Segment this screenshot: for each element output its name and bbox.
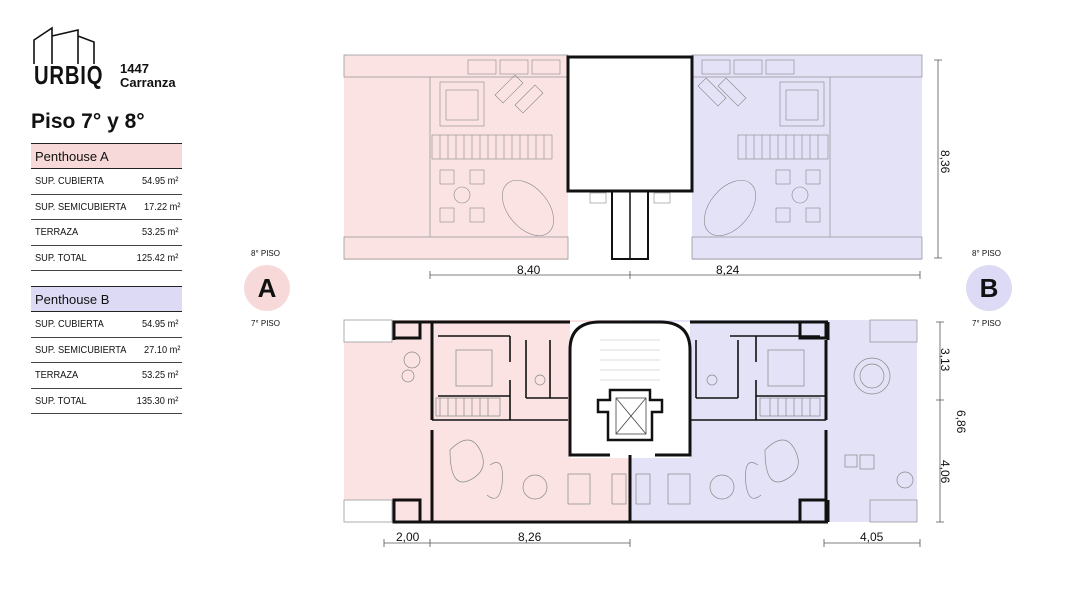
marker-b: B	[966, 265, 1012, 311]
dimension-lines	[383, 59, 944, 547]
dim-right-total: 6,86	[954, 410, 968, 434]
dim-top-left: 8,40	[517, 263, 541, 277]
dim-right-lower: 4,06	[938, 460, 952, 484]
unit-a-name: Penthouse A	[31, 143, 182, 169]
marker-a-top-label: 8° PISO	[251, 249, 280, 258]
page-title: Piso 7° y 8°	[31, 110, 145, 133]
brand-name: URBIQ	[34, 60, 104, 90]
dim-right-upper: 3,13	[938, 348, 952, 372]
brand-number: 1447	[120, 61, 149, 76]
dim-bottom-a: 2,00	[396, 530, 420, 544]
marker-b-bottom-label: 7° PISO	[972, 319, 1001, 328]
marker-a-bottom-label: 7° PISO	[251, 319, 280, 328]
unit-b-upper-area	[692, 55, 922, 260]
marker-b-top-label: 8° PISO	[972, 249, 1001, 258]
dim-bottom-b: 8,26	[518, 530, 542, 544]
dim-bottom-c: 4,05	[860, 530, 884, 544]
upper-floor-plan	[343, 54, 923, 260]
unit-b-name: Penthouse B	[31, 286, 182, 312]
buildings-icon	[33, 26, 95, 64]
dim-top-right: 8,24	[716, 263, 740, 277]
dim-top-height: 8,36	[938, 150, 952, 174]
lower-floor-plan	[343, 319, 918, 524]
urbiq-logo: URBIQ 1447 Carranza	[30, 26, 190, 98]
brand-street: Carranza	[120, 75, 176, 90]
marker-a: A	[244, 265, 290, 311]
